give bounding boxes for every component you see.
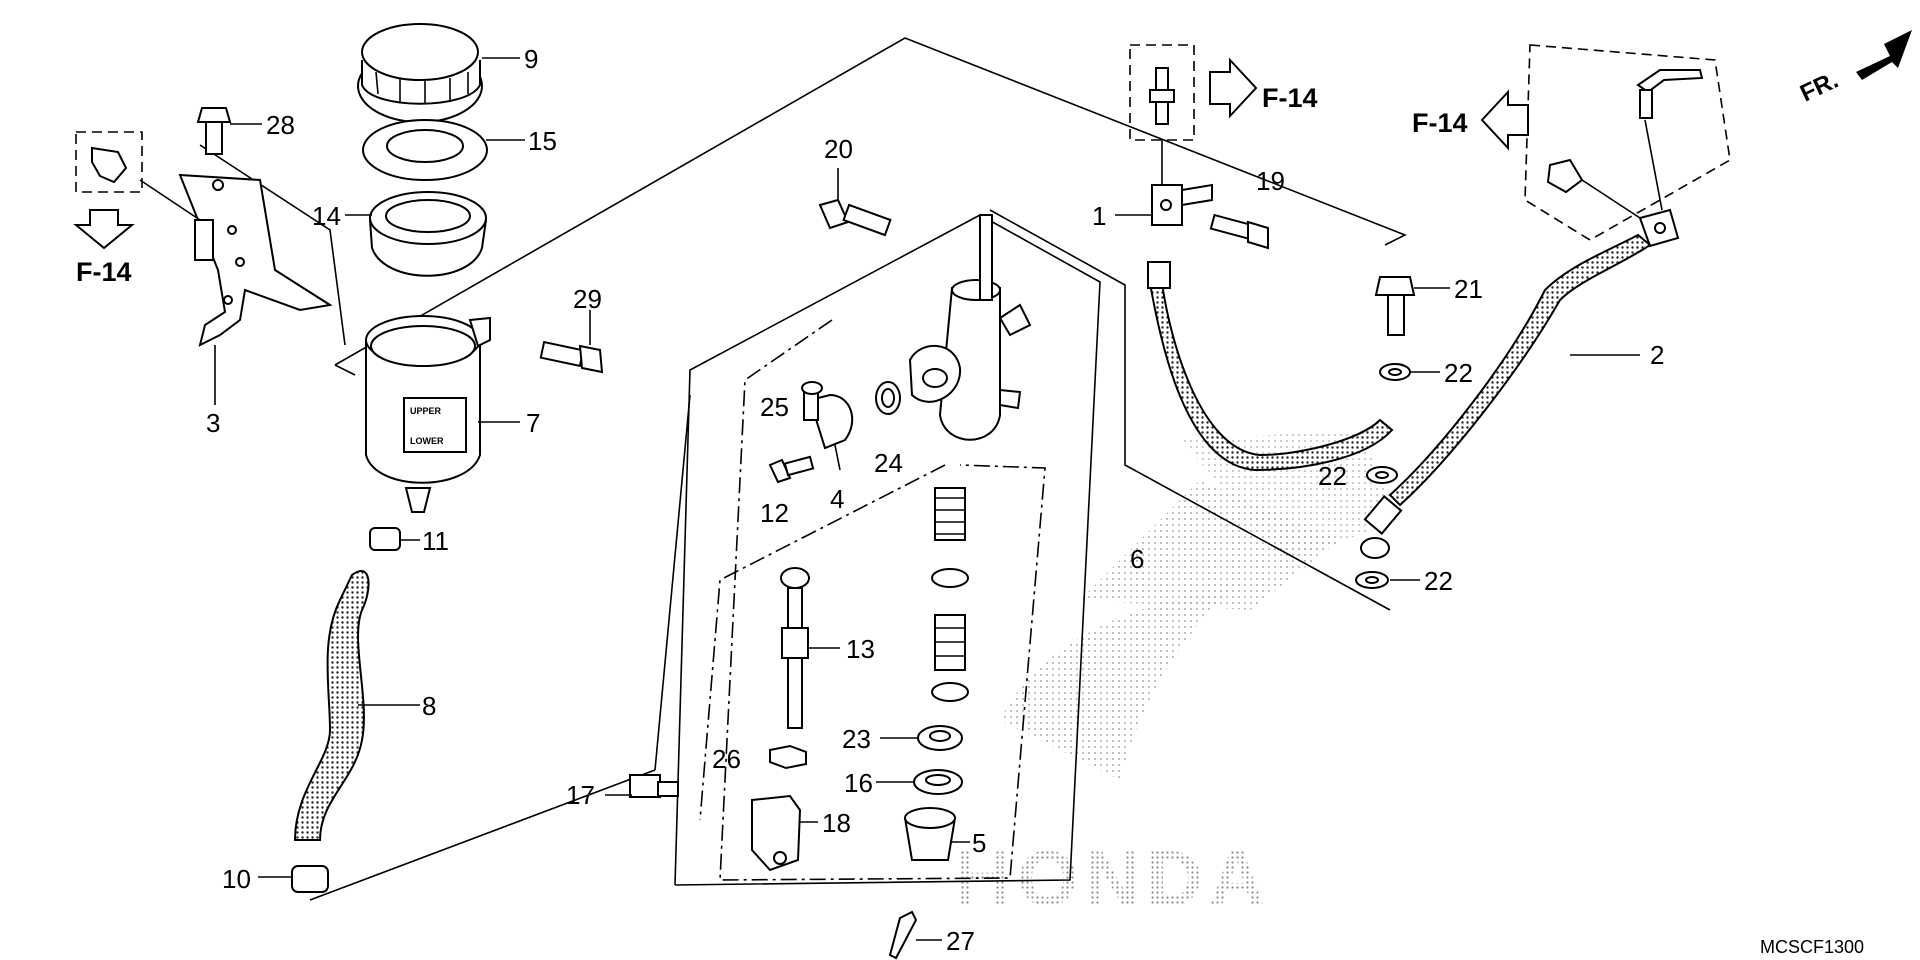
honda-watermark: HONDA (955, 430, 1400, 922)
ref-f14-top-right: F-14 (1412, 108, 1468, 138)
reservoir-cap-9 (357, 23, 520, 123)
label-6: 6 (1130, 544, 1144, 574)
label-18: 18 (822, 808, 851, 838)
label-20: 20 (824, 134, 853, 164)
label-28: 28 (266, 110, 295, 140)
diagram-code: MCSCF1300 (1760, 937, 1864, 957)
piston-internals (931, 487, 969, 702)
label-17: 17 (566, 780, 595, 810)
label-23: 23 (842, 724, 871, 754)
hose-1 (1115, 183, 1394, 472)
circlip-16 (876, 769, 963, 795)
clip-reference-left (73, 131, 201, 250)
washer-22-c (1355, 571, 1420, 589)
nut-26 (769, 744, 807, 770)
hose-8 (293, 570, 420, 841)
washer-23 (880, 725, 963, 751)
label-10: 10 (222, 864, 251, 894)
label-7: 7 (526, 408, 540, 438)
part-labels: 1 2 3 4 5 6 7 8 9 10 11 12 13 14 15 16 1… (206, 44, 1664, 956)
bolt-20 (818, 168, 892, 237)
label-22-a: 22 (1444, 358, 1473, 388)
label-22-b: 22 (1318, 461, 1347, 491)
label-11: 11 (422, 526, 449, 556)
label-16: 16 (844, 768, 873, 798)
reservoir-lower-mark: LOWER (410, 436, 444, 446)
bracket-3 (178, 173, 333, 405)
reservoir-plate-15 (362, 119, 525, 181)
label-22-c: 22 (1424, 566, 1453, 596)
label-4: 4 (830, 484, 844, 514)
honda-watermark-text: HONDA (955, 834, 1271, 922)
label-24: 24 (874, 448, 903, 478)
bolt-19 (1209, 213, 1269, 250)
pin-17 (605, 774, 679, 798)
ref-f14-top-center: F-14 (1262, 83, 1318, 113)
washer-22-a (1379, 363, 1440, 381)
label-8: 8 (422, 691, 436, 721)
label-5: 5 (972, 828, 986, 858)
joint-18 (751, 794, 818, 872)
clip-10 (258, 865, 329, 893)
bolt-28 (196, 107, 262, 155)
label-3: 3 (206, 408, 220, 438)
bolt-21 (1374, 276, 1450, 336)
label-15: 15 (528, 126, 557, 156)
label-21: 21 (1454, 274, 1483, 304)
boot-5 (903, 807, 970, 861)
diaphragm-14 (345, 191, 487, 277)
o-ring-24 (875, 381, 901, 415)
hose-2 (1360, 208, 1680, 559)
ref-f14-left: F-14 (76, 257, 132, 287)
label-12: 12 (760, 498, 789, 528)
clip-11 (369, 527, 420, 551)
bolt-29 (539, 310, 604, 374)
label-27: 27 (946, 926, 975, 956)
label-14: 14 (312, 201, 341, 231)
label-25: 25 (760, 392, 789, 422)
label-9: 9 (524, 44, 538, 74)
front-marker-text: FR. (1796, 67, 1842, 108)
reservoir-7: UPPER LOWER (365, 315, 520, 513)
label-2: 2 (1650, 340, 1664, 370)
hose-reference-right (1480, 44, 1731, 241)
push-rod-13 (780, 567, 840, 729)
joint-4 (801, 381, 854, 471)
label-13: 13 (846, 634, 875, 664)
front-direction-marker: FR. (1796, 30, 1912, 107)
screw-25 (768, 455, 815, 484)
hose-reference-top (1129, 44, 1258, 185)
label-26: 26 (712, 744, 741, 774)
reservoir-upper-mark: UPPER (410, 406, 442, 416)
assembly-outlines (199, 37, 1407, 901)
master-cylinder (908, 214, 1032, 441)
label-1: 1 (1092, 201, 1106, 231)
label-29: 29 (573, 284, 602, 314)
label-19: 19 (1256, 166, 1285, 196)
cotter-pin-27 (888, 910, 942, 960)
washer-22-b (1366, 466, 1398, 484)
